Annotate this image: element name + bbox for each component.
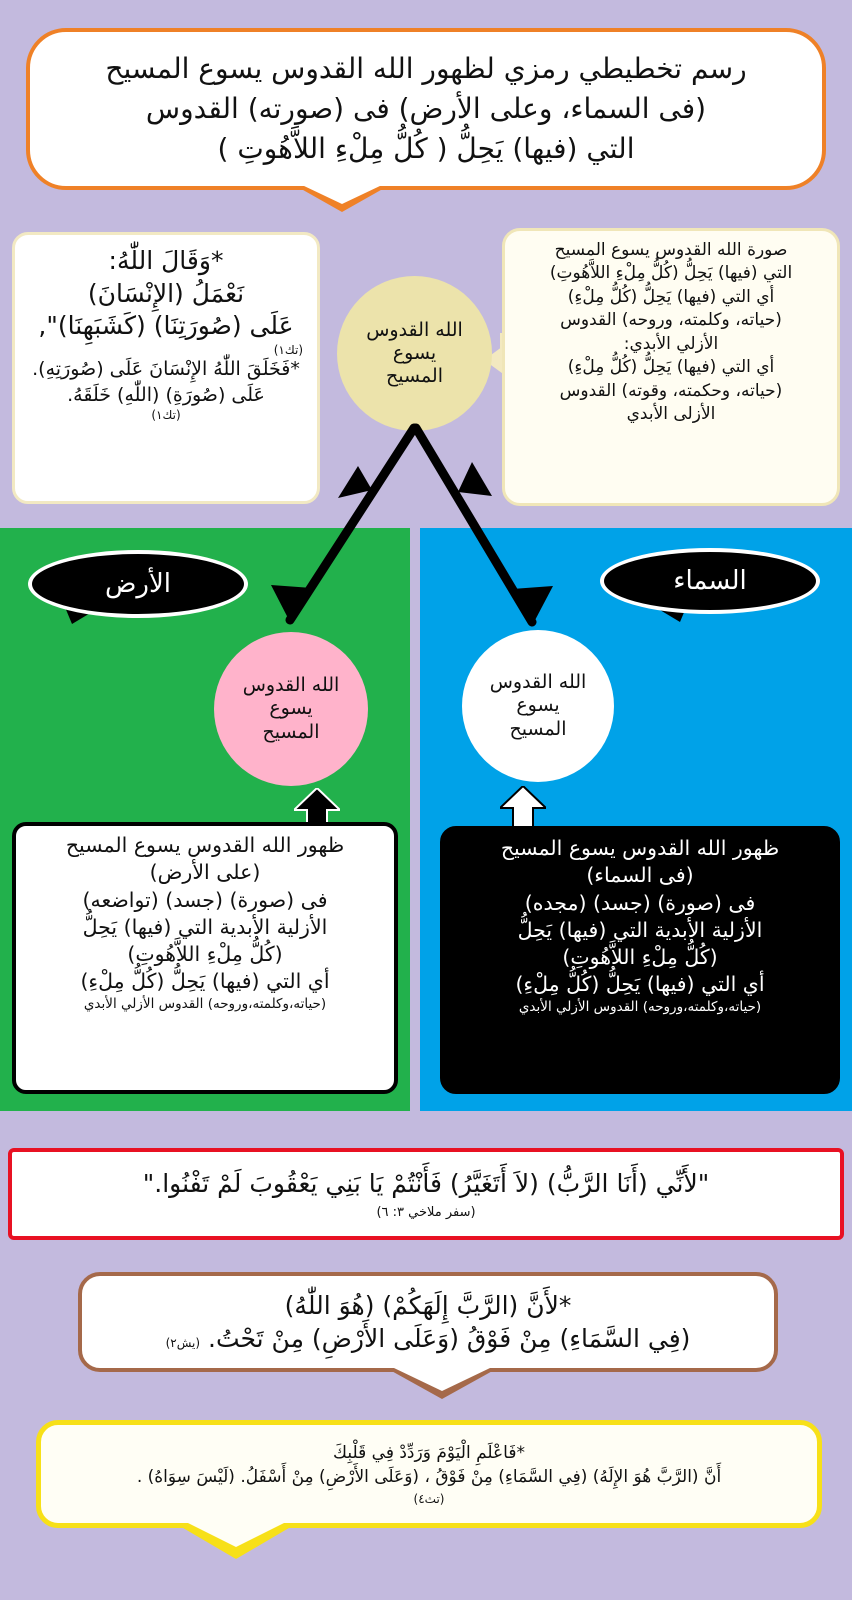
right-box-line-3: أي التي (فيها) يَحِلُّ (كُلُّ مِلْءِ) [567, 286, 775, 307]
brown-box-line-2: (فِي السَّمَاءِ) مِنْ فَوْقُ (وَعَلَى ال… [166, 1322, 691, 1356]
left-box-line-1: *وَقَالَ اللّٰهُ: [108, 246, 224, 275]
red-box-text: "لأَنِّي (أَنَا الرَّبُّ) (لاَ أَتَغَيَّ… [142, 1169, 710, 1199]
earth-up-arrow-icon [294, 788, 340, 836]
right-box-line-4: (حياته، وكلمته، وروحه) القدوس [560, 310, 782, 331]
heaven-circle-line-3: المسيح [509, 717, 567, 740]
earth-description-box: ظهور الله القدوس يسوع المسيح (على الأرض)… [12, 822, 398, 1094]
yellow-box-citation: (تث٤) [413, 1491, 445, 1506]
earth-box-line-2: (على الأرض) [149, 860, 261, 885]
heaven-node-christ: الله القدوس يسوع المسيح [462, 630, 614, 782]
heaven-description-box: ظهور الله القدوس يسوع المسيح (فى السماء)… [440, 826, 840, 1094]
left-box-line-5: عَلَى (صُورَةِ) (اللّٰهِ) خَلَقَهُ. [67, 383, 265, 406]
center-circle-line-1: الله القدوس [366, 318, 463, 341]
genesis-quote-box: *وَقَالَ اللّٰهُ: نَعْمَلُ (الإِنْسَانَ)… [12, 232, 320, 504]
earth-circle-line-1: الله القدوس [242, 674, 340, 697]
yellow-callout-tail-inner [186, 1522, 286, 1547]
yellow-box-line-1: *فَاعْلَمِ الْيَوْمَ وَرَدِّدْ فِي قَلْب… [333, 1443, 525, 1464]
right-box-line-7: (حياته، وحكمته، وقوته) القدوس [559, 380, 783, 401]
title-callout: رسم تخطيطي رمزي لظهور الله القدوس يسوع ا… [26, 28, 826, 190]
right-box-line-1: صورة الله القدوس يسوع المسيح [554, 240, 788, 260]
right-box-line-8: الأزلى الأبدي [626, 404, 716, 425]
earth-label: الأرض [28, 550, 248, 618]
title-line-2: (فى السماء، وعلى الأرض) فى (صورته) القدو… [145, 92, 707, 126]
earth-box-line-4: الأزلية الأبدية التي (فيها) يَحِلُّ [82, 914, 328, 939]
heaven-circle-line-1: الله القدوس [489, 671, 587, 694]
left-box-line-2: نَعْمَلُ (الإِنْسَانَ) [87, 278, 245, 308]
right-box-line-2: التي (فيها) يَحِلُّ (كُلُّ مِلْءِ اللاَّ… [549, 263, 793, 284]
brown-callout-tail-inner [394, 1368, 490, 1391]
earth-box-line-5: (كُلُّ مِلْءِ اللاَّهُوتِ) [127, 942, 283, 966]
heaven-circle-line-2: يسوع [516, 694, 560, 717]
title-callout-tail-inner [302, 185, 382, 204]
right-box-line-6: أي التي (فيها) يَحِلُّ (كُلُّ مِلْءِ) [567, 357, 775, 378]
title-text: رسم تخطيطي رمزي لظهور الله القدوس يسوع ا… [83, 49, 768, 168]
heaven-box-line-1: ظهور الله القدوس يسوع المسيح [500, 836, 780, 860]
red-box-citation: (سفر ملاخي ٣: ٦) [376, 1204, 476, 1220]
left-box-citation-1: (تك١) [273, 342, 303, 357]
center-node-christ: الله القدوس يسوع المسيح [337, 276, 492, 431]
heaven-box-line-4: الأزلية الأبدية التي (فيها) يَحِلُّ [517, 917, 763, 942]
heaven-up-arrow-icon [500, 786, 546, 834]
image-of-god-explanation-box: صورة الله القدوس يسوع المسيح التي (فيها)… [502, 228, 840, 506]
earth-box-line-3: فى (صورة) (جسد) (تواضعه) [82, 887, 328, 912]
left-box-line-3: عَلَى (صُورَتِنَا) (كَشَبَهِنَا)", [38, 311, 294, 340]
yellow-box-line-2: أَنَّ (الرَّبَّ هُوَ الإِلَهُ) (فِي السَ… [136, 1467, 722, 1487]
earth-label-text: الأرض [104, 569, 172, 599]
earth-circle-line-2: يسوع [269, 697, 313, 720]
brown-box-line-1: *لأَنَّ (الرَّبَّ إِلَهَكُمْ) (هُوَ اللّ… [284, 1290, 572, 1320]
center-circle-line-2: يسوع [392, 341, 437, 364]
malachi-quote-box: "لأَنِّي (أَنَا الرَّبُّ) (لاَ أَتَغَيَّ… [8, 1148, 844, 1240]
earth-box-line-7: (حياته،وكلمته،وروحه) القدوس الأزلي الأبد… [83, 995, 327, 1012]
earth-box-line-6: أي التي (فيها) يَحِلُّ (كُلُّ مِلْءِ) [80, 969, 330, 994]
heaven-label-text: السماء [673, 566, 747, 596]
earth-box-line-1: ظهور الله القدوس يسوع المسيح [65, 833, 345, 857]
center-circle-line-3: المسيح [386, 365, 443, 388]
heaven-box-line-6: أي التي (فيها) يَحِلُّ (كُلُّ مِلْءِ) [515, 972, 765, 997]
earth-node-christ: الله القدوس يسوع المسيح [214, 632, 368, 786]
right-box-line-5: الأزلي الأبدي: [623, 333, 719, 354]
heaven-label: السماء [600, 548, 820, 614]
heaven-box-line-7: (حياته،وكلمته،وروحه) القدوس الأزلي الأبد… [518, 998, 762, 1015]
heaven-box-line-3: فى (صورة) (جسد) (مجده) [524, 890, 756, 915]
title-line-3: التي (فيها) يَحِلُّ ( كُلُّ مِلْءِ اللاَ… [217, 131, 635, 165]
heaven-box-line-5: (كُلُّ مِلْءِ اللاَّهُوتِ) [562, 945, 718, 969]
heaven-box-line-2: (فى السماء) [586, 863, 694, 888]
brown-box-citation: (يش٢) [165, 1336, 201, 1350]
joshua-quote-box: *لأَنَّ (الرَّبَّ إِلَهَكُمْ) (هُوَ اللّ… [78, 1272, 778, 1372]
deuteronomy-quote-box: *فَاعْلَمِ الْيَوْمَ وَرَدِّدْ فِي قَلْب… [36, 1420, 822, 1528]
title-line-1: رسم تخطيطي رمزي لظهور الله القدوس يسوع ا… [105, 52, 747, 86]
earth-circle-line-3: المسيح [262, 720, 320, 743]
left-box-line-4: *فَخَلَقَ اللّٰهُ الإِنْسَانَ عَلَى (صُو… [32, 357, 300, 380]
brown-box-line-2-text: (فِي السَّمَاءِ) مِنْ فَوْقُ (وَعَلَى ال… [208, 1324, 691, 1353]
left-box-citation-2: (تك١) [151, 408, 181, 423]
